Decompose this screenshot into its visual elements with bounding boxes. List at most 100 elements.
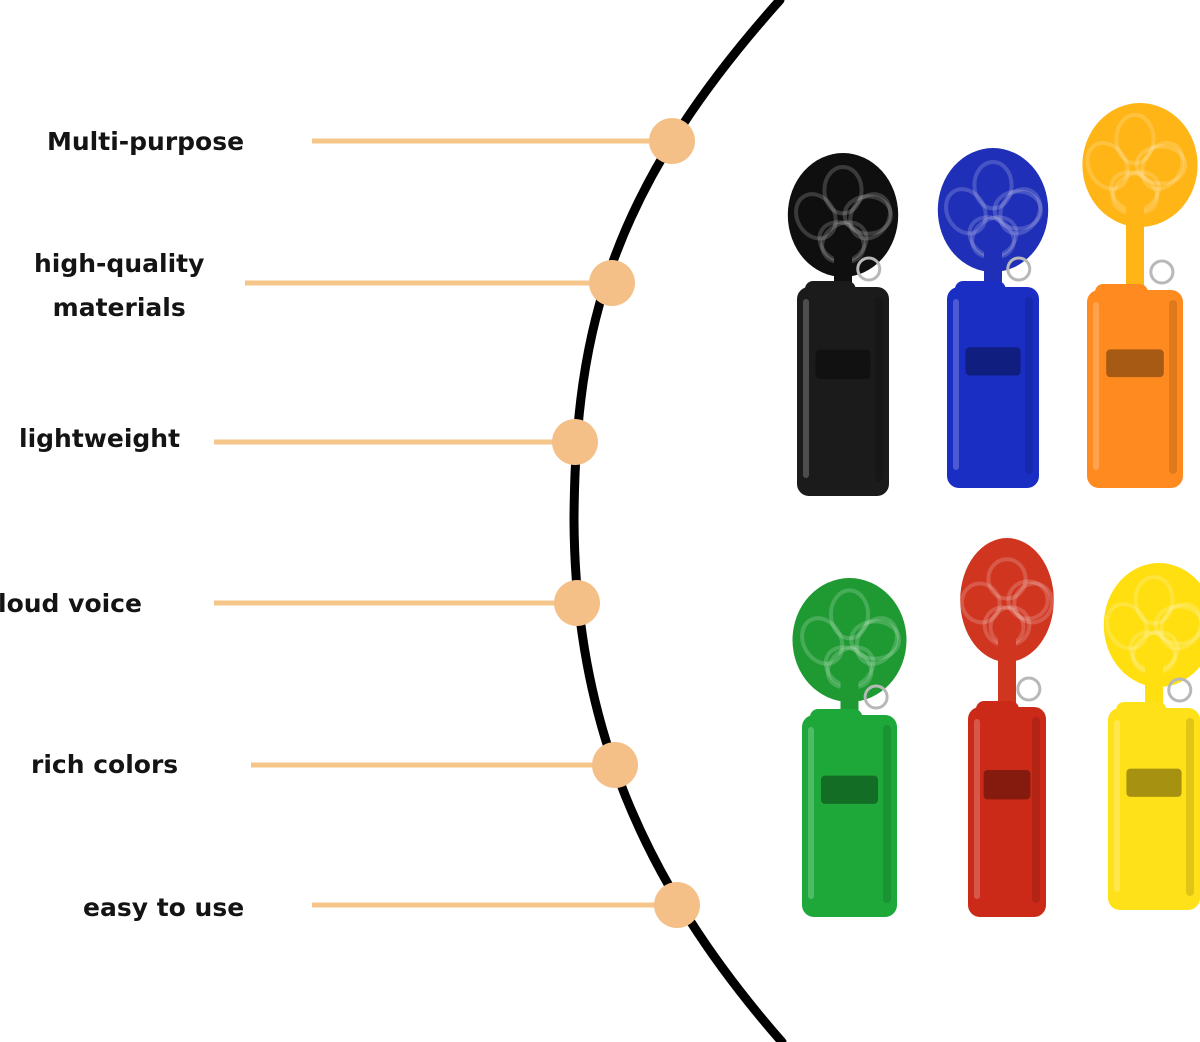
cord-strand [825,645,876,690]
cord-strand [794,192,838,241]
feature-label-lightweight: lightweight [19,417,180,461]
whistle-black [787,153,899,496]
cord-green [792,578,907,725]
cord-strand [1006,579,1050,621]
connectors [214,138,677,908]
whistle-sound-hole [821,775,878,804]
whistle-highlight [1093,302,1099,470]
whistle-body [947,287,1039,488]
cord-strand [1012,581,1055,625]
whistle-shade [1169,300,1177,474]
whistle-sound-hole [983,770,1031,800]
cord-strand [988,605,1032,648]
cord-strand [959,581,1002,625]
whistle-body [1087,290,1183,488]
whistle-orange [1082,103,1198,488]
cord-strand [992,189,1044,231]
cord-stem [1126,195,1144,300]
cord-blue [937,148,1049,297]
whistle-mouthpiece [1095,284,1148,306]
whistle-photos [787,103,1200,917]
whistle-mouthpiece [1116,702,1167,724]
whistle-highlight [808,727,814,899]
whistle-blue [937,148,1049,488]
cord-strand [1133,574,1175,626]
cord-knot [792,578,907,702]
whistle-shade [883,725,891,903]
connector-node [589,260,635,306]
cord-strand [828,588,871,641]
whistle-shade [875,297,883,482]
cord-strand [1159,602,1200,651]
cord-strand [998,187,1042,236]
feature-label-line: rich colors [31,750,179,779]
feature-label-loud-voice: loud voice [0,582,142,626]
cord-strand [1153,604,1200,646]
whistle-highlight [974,719,980,899]
cord-strand [986,557,1028,601]
whistle-highlight [803,299,809,478]
feature-label-multi-purpose: Multi-purpose [47,120,244,164]
whistle-body [1108,708,1200,910]
connector-node [554,580,600,626]
cord-strand [944,187,988,236]
feature-label-line: lightweight [19,424,181,453]
cord-strand [967,215,1016,259]
whistle-body [968,707,1046,917]
connector-node [649,118,695,164]
key-ring [1006,256,1032,282]
whistle-mouthpiece [805,281,856,303]
connector-node [552,419,598,465]
whistle-green [792,578,907,917]
feature-label-line: easy to use [83,893,245,922]
connector-node [654,882,700,928]
whistle-shade [1025,297,1033,474]
cord-strand [1140,140,1185,191]
cord-strand [1110,170,1161,215]
key-ring [1149,259,1175,285]
whistle-mouthpiece [976,701,1019,723]
feature-label-easy-to-use: easy to use [83,886,244,930]
whistle-sound-hole [965,347,1021,376]
nodes [552,118,700,928]
key-ring [1167,677,1193,703]
feature-label-line: high-quality [34,249,205,278]
feature-label-high-quality-materials: high-quality materials [34,242,204,330]
feature-label-line: Multi-purpose [47,127,245,156]
cord-strand [1105,602,1149,651]
whistle-highlight [1114,720,1120,892]
cord-strand [848,192,892,241]
cord-strand [823,645,874,690]
cord-knot [787,153,899,277]
whistle-highlight [953,299,959,470]
whistle-yellow [1103,563,1200,910]
whistle-red [959,538,1055,917]
cord-yellow [1103,563,1200,718]
cord-strand [800,616,845,666]
cord-strand [1131,630,1180,674]
whistle-body [802,715,897,917]
cord-strand [820,220,869,264]
feature-label-line: materials [52,293,186,322]
cord-strand [842,194,894,236]
cord-knot [960,538,1054,662]
cord-red [959,538,1055,717]
key-ring [856,256,882,282]
cord-knot [937,148,1049,272]
cord-orange [1082,103,1198,300]
whistle-sound-hole [815,349,871,379]
whistle-sound-hole [1126,768,1182,797]
whistle-body [797,287,889,496]
key-ring [863,684,889,710]
key-ring [1016,676,1042,702]
feature-label-rich-colors: rich colors [31,743,178,787]
cord-strand [972,159,1014,211]
whistle-sound-hole [1106,349,1164,378]
cord-strand [822,164,864,216]
whistle-shade [1032,717,1040,903]
cord-knot [1103,563,1200,687]
connector-node [592,742,638,788]
cord-strand [1134,144,1188,186]
